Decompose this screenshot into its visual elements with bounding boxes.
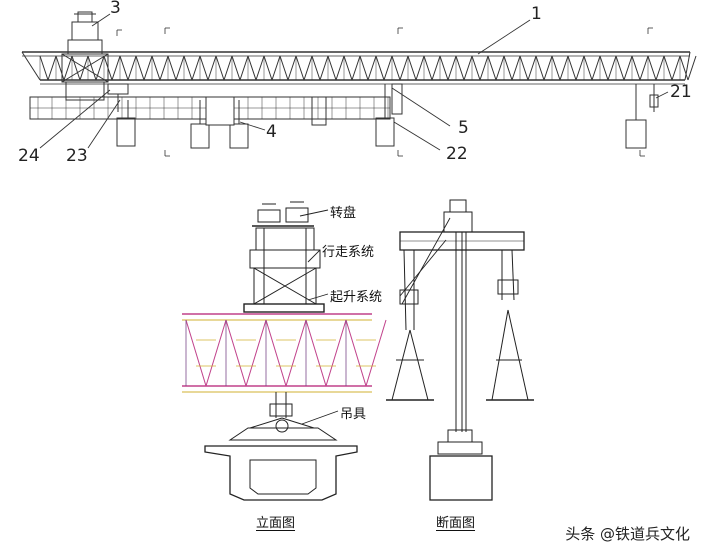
turntable (252, 201, 314, 227)
caption-section: 断面图 (436, 516, 476, 531)
callout-22: 22 (446, 144, 468, 164)
cross-section-detail (386, 199, 534, 501)
callout-21: 21 (670, 82, 692, 102)
spreader (228, 417, 338, 441)
support-legs (116, 83, 659, 149)
callout-23: 23 (66, 146, 88, 166)
erecting-machine-side-view (21, 11, 697, 157)
label-lifting-system: 起升系统 (330, 290, 383, 305)
left-leg (386, 249, 434, 401)
callout-1: 1 (531, 4, 542, 24)
callout-24: 24 (18, 146, 40, 166)
box-girder-end (429, 455, 493, 501)
travel-tower (243, 227, 325, 313)
callout-4: 4 (266, 122, 277, 142)
callout-leaders (39, 13, 669, 151)
section-markers (116, 27, 653, 157)
label-travel-system: 行走系统 (322, 245, 375, 260)
callout-3: 3 (110, 0, 121, 18)
label-turntable: 转盘 (330, 206, 357, 221)
label-leaders (299, 209, 451, 425)
label-spreader: 吊具 (340, 407, 367, 422)
hoist-rope (269, 392, 293, 418)
caption-elevation: 立面图 (256, 516, 296, 531)
elevation-detail (182, 201, 387, 501)
lifting-column (437, 232, 483, 455)
girder-truss-elevation (182, 313, 387, 393)
right-leg (486, 249, 534, 401)
box-girder-section (204, 445, 358, 501)
main-girder-truss (21, 51, 697, 81)
watermark-text: 头条 @铁道兵文化 (565, 525, 690, 543)
lifting-trolley (61, 11, 109, 101)
callout-5: 5 (458, 118, 469, 138)
